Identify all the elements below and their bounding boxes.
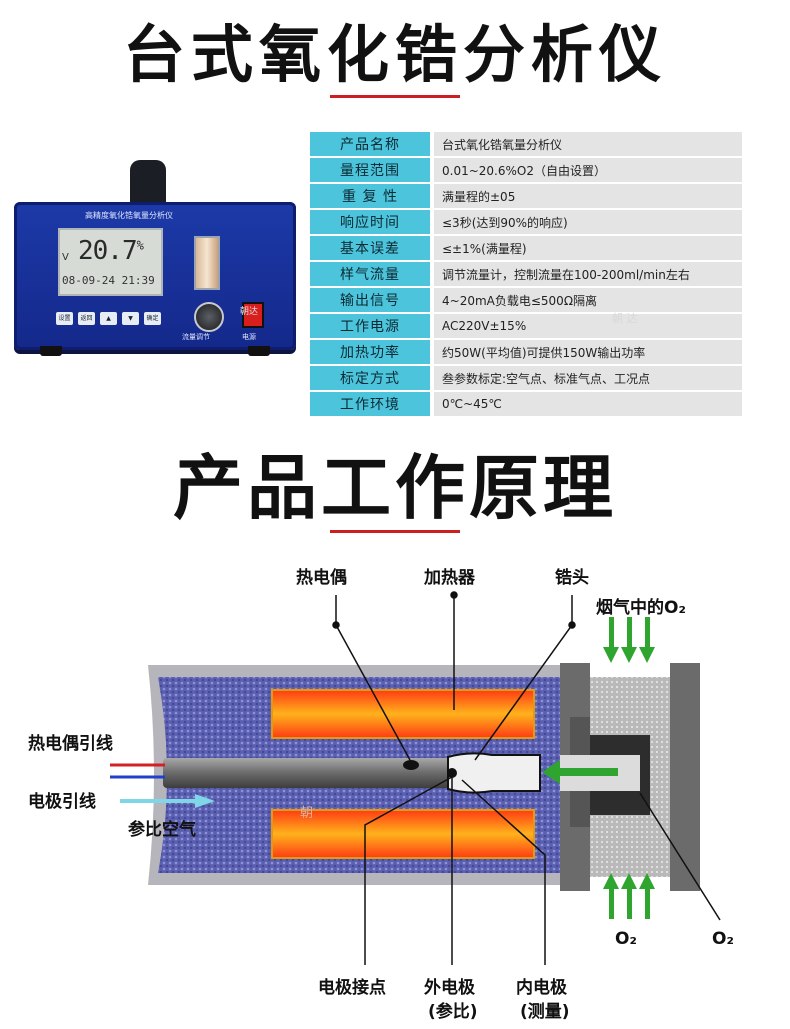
label-inner-electrode-sub: (测量) [520,1002,570,1022]
label-outer-electrode-sub: (参比) [428,1002,478,1022]
spec-value: 约50W(平均值)可提供150W输出功率 [434,340,742,364]
lcd-unit: V [62,252,69,263]
back-key: 返回 [78,312,95,325]
section-title: 产品工作原理 [173,447,617,529]
spec-row: 标定方式叁参数标定:空气点、标准气点、工况点 [310,366,742,390]
confirm-key: 确定 [144,312,161,325]
spec-value: 0.01~20.6%O2（自由设置） [434,158,742,182]
lcd-value: 20.7% [78,236,144,266]
spec-key: 加热功率 [310,340,430,364]
flow-knob-label: 流量调节 [182,333,210,341]
up-key: ▲ [100,312,117,325]
device-foot-right [248,346,270,356]
section-accent-line [330,530,460,533]
spec-key: 产品名称 [310,132,430,156]
spec-key: 输出信号 [310,288,430,312]
spec-row: 基本误差≤±1%(满量程) [310,236,742,260]
set-key: 设置 [56,312,73,325]
diagram-watermark: 朝 [300,806,314,821]
spec-value: AC220V±15% [434,314,742,338]
label-electrode-contact: 电极接点 [318,978,386,998]
device-brand-mark: 朝达 [240,307,259,317]
principle-svg [110,591,721,965]
spec-key: 基本误差 [310,236,430,260]
spec-row: 产品名称台式氧化锆氧量分析仪 [310,132,742,156]
device-heading: 高精度氧化锆氧量分析仪 [85,211,173,220]
working-principle-diagram: 热电偶 加热器 锆头 烟气中的O₂ 热电偶引线 电极引线 参比空气 O₂ O₂ … [0,555,790,1025]
device-front-panel: 高精度氧化锆氧量分析仪 V 20.7% 08-09-24 21:39 设置 返回… [14,202,296,350]
label-electrode-lead: 电极引线 [28,792,96,812]
thermocouple-rod [163,758,453,788]
label-o2-bottom: O₂ [615,929,637,949]
spec-row: 加热功率约50W(平均值)可提供150W输出功率 [310,340,742,364]
spec-value: 台式氧化锆氧量分析仪 [434,132,742,156]
spec-key: 工作电源 [310,314,430,338]
bottom-o2-arrows [603,873,655,919]
heater-upper [271,689,535,739]
label-inner-electrode: 内电极 [516,978,567,998]
title-accent-line [330,95,460,98]
flange-right [670,663,700,891]
spec-value: 0℃~45℃ [434,392,742,416]
label-thermocouple: 热电偶 [296,568,347,588]
device-foot-left [40,346,62,356]
power-switch [242,302,264,328]
spec-value: 叁参数标定:空气点、标准气点、工况点 [434,366,742,390]
label-zirconia-head: 锆头 [555,568,589,588]
label-flue-o2: 烟气中的O₂ [596,598,686,618]
reference-air-arrow [195,794,215,808]
spec-value: 调节流量计，控制流量在100-200ml/min左右 [434,262,742,286]
spec-key: 响应时间 [310,210,430,234]
power-label: 电源 [242,333,256,341]
device-handle [130,160,166,210]
spec-value: 4~20mA负载电≤500Ω隔离 [434,288,742,312]
label-o2-right: O₂ [712,929,734,949]
label-heater: 加热器 [424,568,475,588]
spec-row: 重 复 性满量程的±05 [310,184,742,208]
spec-value: ≤±1%(满量程) [434,236,742,260]
heater-lower [271,809,535,859]
spec-key: 标定方式 [310,366,430,390]
keypad: 设置 返回 ▲ ▼ 确定 [56,312,161,325]
flue-o2-arrows [603,617,655,663]
watermark: 朝 达 [612,312,638,325]
leader-lines [332,591,721,965]
spec-value: ≤3秒(达到90%的响应) [434,210,742,234]
label-outer-electrode: 外电极 [424,978,475,998]
zirconia-head [447,752,541,794]
spec-row: 响应时间≤3秒(达到90%的响应) [310,210,742,234]
spec-key: 量程范围 [310,158,430,182]
lcd-datetime: 08-09-24 21:39 [62,274,155,287]
label-reference-air: 参比空气 [128,820,196,840]
spec-value: 满量程的±05 [434,184,742,208]
flow-knob [194,302,224,332]
flowmeter [194,236,220,290]
page-title: 台式氧化锆分析仪 [122,18,667,91]
down-key: ▼ [122,312,139,325]
spec-row: 样气流量调节流量计，控制流量在100-200ml/min左右 [310,262,742,286]
spec-key: 样气流量 [310,262,430,286]
spec-key: 重 复 性 [310,184,430,208]
inward-o2-arrow [542,760,618,784]
spec-key: 工作环境 [310,392,430,416]
label-thermocouple-lead: 热电偶引线 [28,734,113,754]
lcd-display: V 20.7% 08-09-24 21:39 [58,228,163,296]
